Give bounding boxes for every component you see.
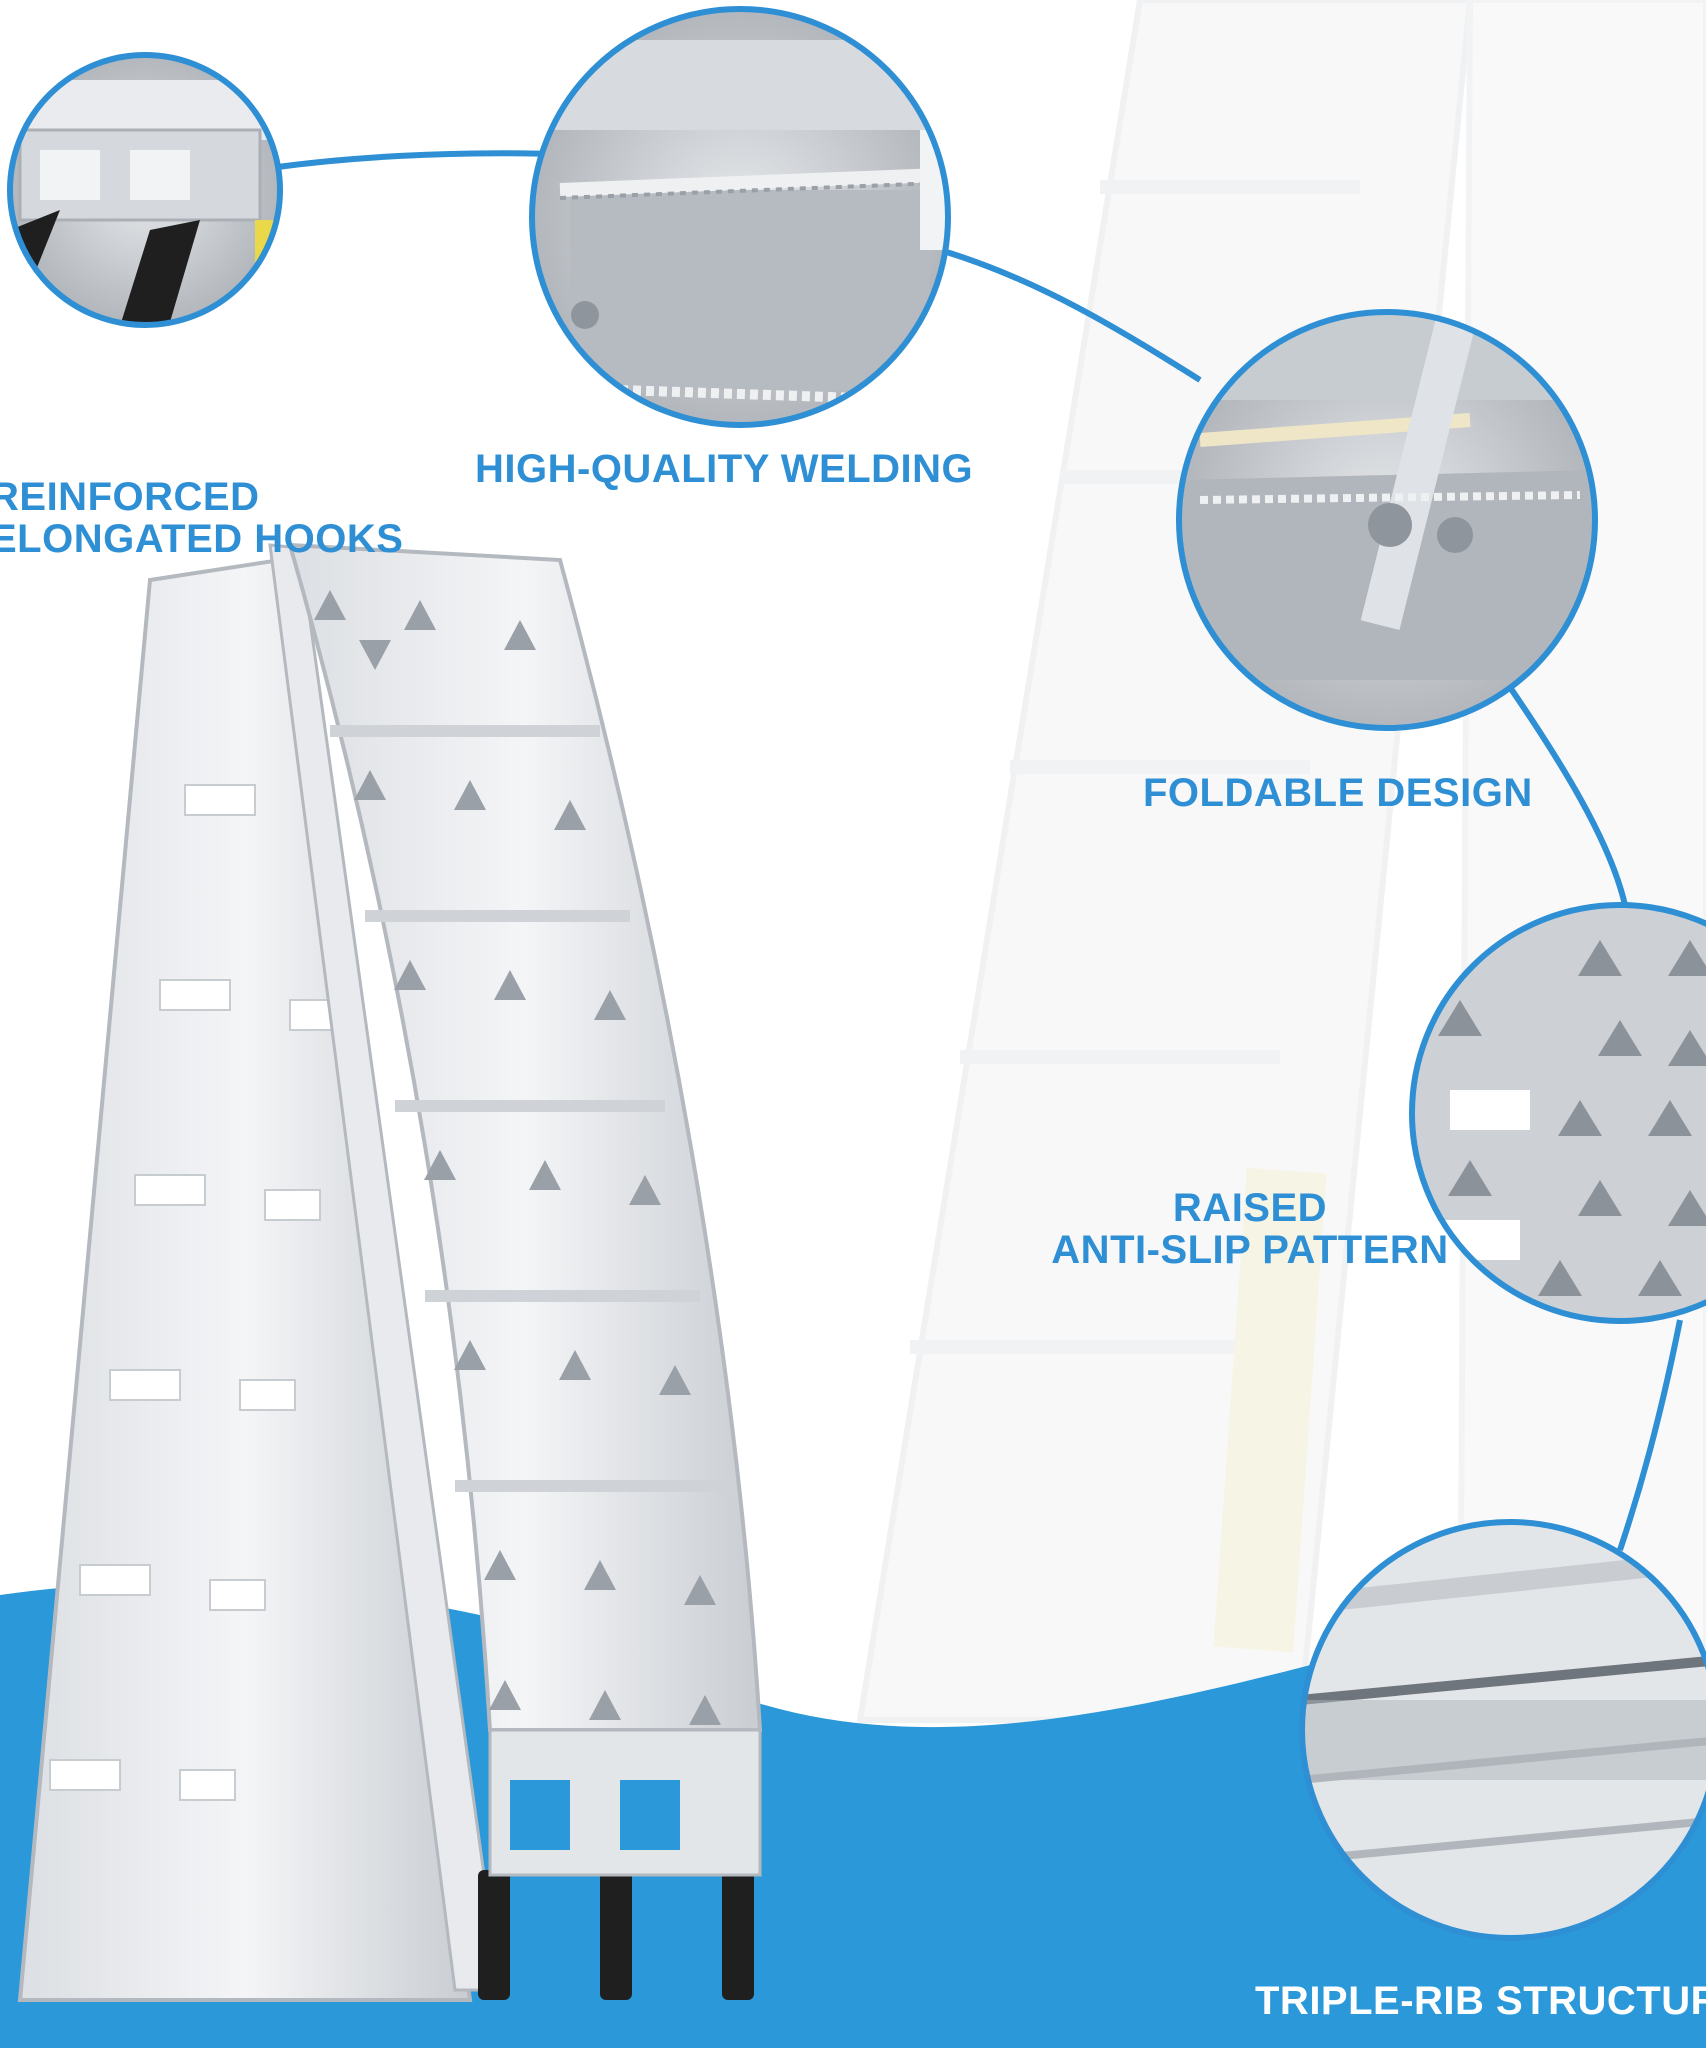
foldable-label: FOLDABLE DESIGN [1143,771,1533,815]
hooks-label-line1: REINFORCED [0,475,260,519]
hooks-label-line2: ELONGATED HOOKS [0,517,404,561]
feature-connector-line [269,150,1683,1551]
triple-rib-label: TRIPLE-RIB STRUCTURE [1255,1979,1706,2023]
antislip-label: RAISED ANTI-SLIP PATTERN [1040,1187,1460,1271]
welding-label: HIGH-QUALITY WELDING [475,447,974,491]
folding-ramp [17,542,763,2002]
detail-anti-slip [1409,902,1706,1324]
detail-welding [529,6,951,428]
antislip-label-line2: ANTI-SLIP PATTERN [1051,1228,1449,1272]
antislip-label-line1: RAISED [1172,1186,1328,1230]
detail-hooks [7,52,283,328]
background-ramp-watermark [856,0,1706,1723]
hooks-label: REINFORCED ELONGATED HOOKS [0,476,403,560]
detail-triple-rib [1299,1519,1706,1941]
